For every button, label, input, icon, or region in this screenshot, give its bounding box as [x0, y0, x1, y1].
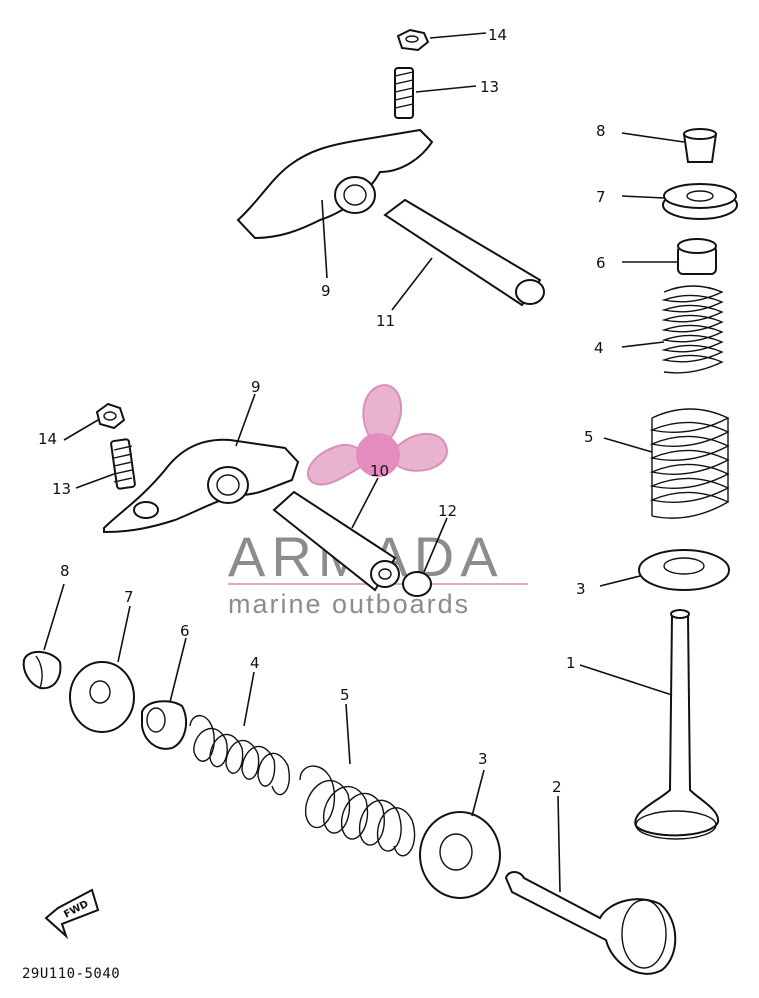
- valve-cotter-bottom: [22, 651, 62, 690]
- rocker-shaft-top: [383, 198, 545, 307]
- callout-1: 1: [566, 654, 576, 672]
- spring-seat-right: [677, 238, 717, 275]
- watermark-subtitle: marine outboards: [228, 589, 470, 619]
- rocker-shaft-mid: [272, 490, 400, 592]
- nut-left: [95, 402, 126, 430]
- callout-9-mid: 9: [251, 378, 261, 396]
- rocker-arm-mid: [103, 438, 300, 534]
- outer-spring-bottom: [299, 765, 416, 857]
- callout-14-left: 14: [38, 430, 57, 448]
- spring-seat-washer-bottom: [419, 811, 501, 899]
- propeller-logo-icon: [306, 384, 448, 486]
- inner-spring-right: [661, 285, 724, 376]
- callout-8-right: 8: [596, 122, 606, 140]
- callout-13-top: 13: [480, 78, 499, 96]
- adjusting-screw-top: [394, 67, 414, 119]
- callout-3-right: 3: [576, 580, 586, 598]
- fwd-arrow-icon: FWD: [44, 888, 100, 940]
- callout-5-bottom: 5: [340, 686, 350, 704]
- callout-7-right: 7: [596, 188, 606, 206]
- callout-4-right: 4: [594, 339, 604, 357]
- spring-seat-washer-right: [638, 549, 730, 591]
- inner-spring-bottom: [189, 715, 290, 796]
- callout-11: 11: [376, 312, 395, 330]
- callout-4-bottom: 4: [250, 654, 260, 672]
- callout-7-bottom: 7: [124, 588, 134, 606]
- spring-retainer-bottom: [69, 661, 135, 733]
- callout-3-bottom: 3: [478, 750, 488, 768]
- callout-9-top: 9: [321, 282, 331, 300]
- o-ring: [402, 571, 432, 597]
- callout-10: 10: [370, 462, 389, 480]
- exhaust-valve: [504, 871, 677, 975]
- callout-5-right: 5: [584, 428, 594, 446]
- intake-valve: [634, 609, 720, 840]
- spring-retainer-right: [662, 183, 738, 220]
- callout-6-bottom: 6: [180, 622, 190, 640]
- nut-top: [396, 28, 430, 52]
- valve-cotter-right: [682, 128, 718, 163]
- rocker-arm-top: [236, 128, 434, 240]
- callout-6-right: 6: [596, 254, 606, 272]
- callout-13-left: 13: [52, 480, 71, 498]
- spring-seat-bottom: [141, 700, 188, 750]
- callout-2: 2: [552, 778, 562, 796]
- callout-12: 12: [438, 502, 457, 520]
- callout-14-top: 14: [488, 26, 507, 44]
- callout-8-bottom: 8: [60, 562, 70, 580]
- adjusting-screw-left: [110, 438, 136, 490]
- outer-spring-right: [649, 408, 730, 526]
- part-code: 29U110-5040: [22, 966, 120, 982]
